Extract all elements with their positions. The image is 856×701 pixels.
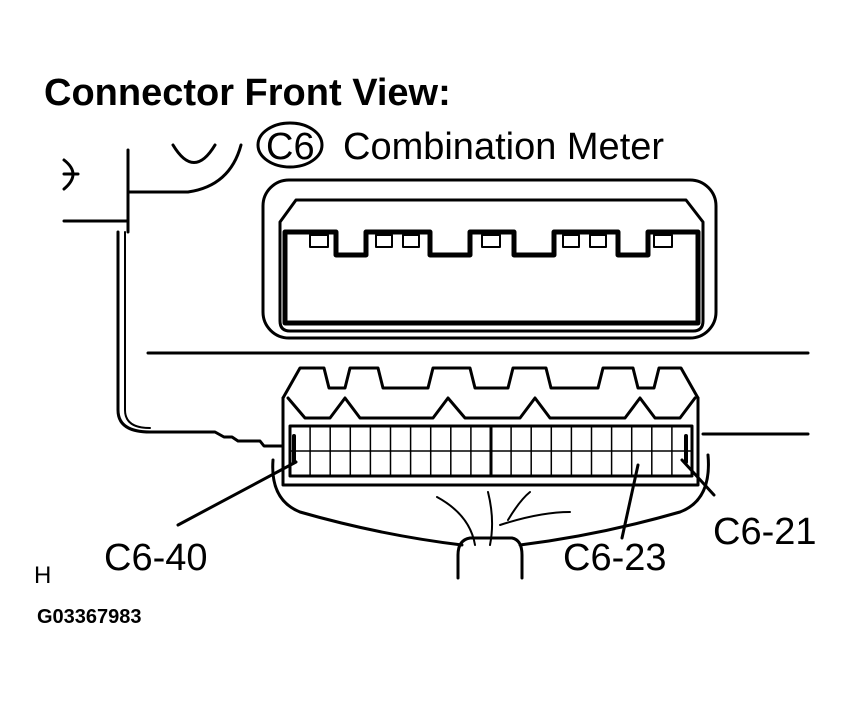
- cable-path-outer: [116, 230, 284, 448]
- pin-slot: [589, 234, 607, 248]
- harness-wire: [507, 491, 531, 521]
- figure-id: G03367983: [37, 606, 142, 628]
- cable-path-inner: [124, 231, 151, 429]
- pin-slot: [402, 234, 420, 248]
- diagram-title: Connector Front View:: [44, 72, 451, 114]
- connector-name: Combination Meter: [343, 126, 665, 168]
- arc-cup: [171, 143, 217, 164]
- plug-inner-teeth: [286, 396, 697, 420]
- connector-code-circle: [256, 121, 324, 169]
- connector-outer-housing: [261, 178, 718, 340]
- pin-grid: [289, 424, 693, 478]
- connector-keyed-cavity: [282, 229, 701, 326]
- pin-slot: [562, 234, 580, 248]
- plug-top-outline: [281, 366, 700, 400]
- connector-code: C6: [266, 126, 315, 168]
- pin-slot: [481, 234, 501, 248]
- pin-slot: [375, 234, 393, 248]
- harness-trunk: [456, 536, 524, 580]
- harness-bundle-outline: [518, 453, 710, 547]
- harness-bundle-outline: [271, 458, 464, 547]
- leader-line-c6-40: [176, 460, 298, 527]
- pin-label-right: C6-21: [713, 511, 817, 553]
- connector-inner-frame: [278, 198, 705, 333]
- harness-wire: [499, 511, 571, 526]
- harness-wire: [487, 491, 494, 546]
- pin-label-middle: C6-23: [563, 537, 667, 579]
- leader-line-c6-21: [680, 458, 716, 497]
- plug-inner-outline: [281, 396, 700, 487]
- harness-wire: [436, 496, 476, 546]
- corner-mark: H: [34, 562, 52, 589]
- pin-label-left: C6-40: [104, 537, 208, 579]
- pin-slot: [653, 234, 673, 248]
- pin-slot: [309, 234, 329, 248]
- bracket-curve: [126, 143, 243, 194]
- leader-line-c6-23: [620, 463, 640, 540]
